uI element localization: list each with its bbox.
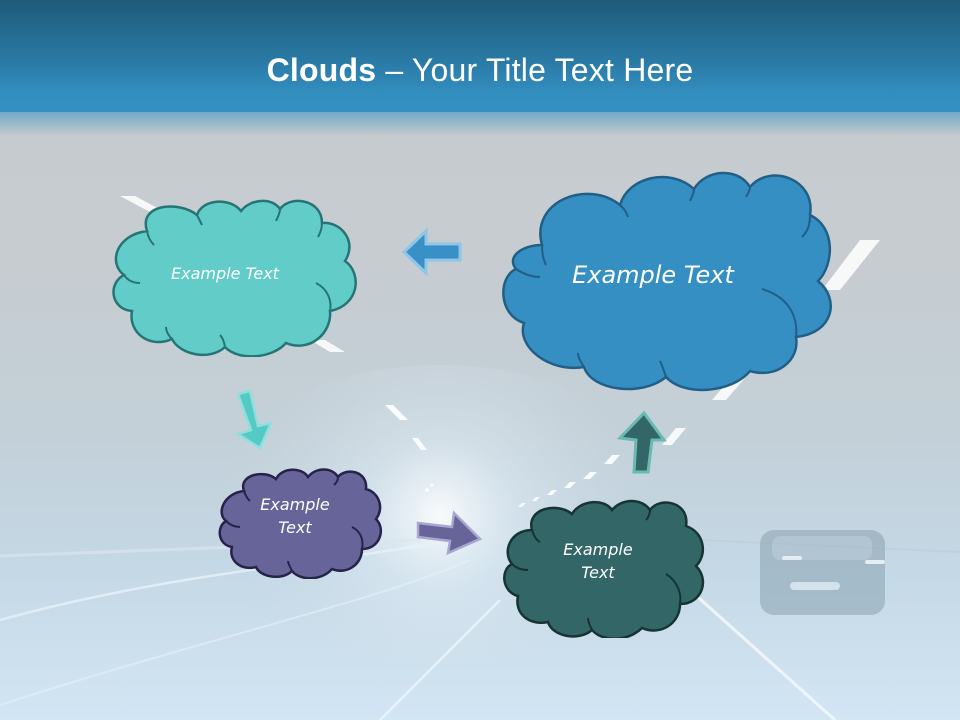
cloud-purple-text-line1: Example bbox=[260, 495, 330, 514]
cloud-shape-teal[interactable] bbox=[110, 193, 360, 357]
cloud-blue-text[interactable]: Example Text bbox=[572, 261, 734, 289]
title-bold-text: Clouds bbox=[266, 52, 377, 88]
cloud-shape-purple[interactable] bbox=[216, 465, 384, 579]
title-rest-text: – Your Title Text Here bbox=[376, 52, 694, 88]
cloud-purple-text[interactable]: Example Text bbox=[228, 493, 362, 539]
arrow-left-icon[interactable] bbox=[400, 228, 466, 276]
cloud-dark-teal-text[interactable]: Example Text bbox=[530, 538, 666, 584]
cloud-shape-dark-teal[interactable] bbox=[500, 496, 710, 638]
arrow-down-icon[interactable] bbox=[228, 390, 284, 454]
cloud-dark-teal-text-line2: Text bbox=[581, 563, 615, 583]
cloud-shape-blue[interactable] bbox=[500, 165, 834, 395]
title-bar-fade bbox=[0, 100, 960, 136]
cloud-purple-text-line2: Text bbox=[278, 518, 312, 538]
cloud-dark-teal-text-line1: Example bbox=[563, 540, 633, 559]
arrow-up-icon[interactable] bbox=[612, 410, 668, 476]
cloud-teal-text[interactable]: Example Text bbox=[171, 264, 279, 283]
title-bar bbox=[0, 0, 960, 112]
arrow-right-icon[interactable] bbox=[414, 505, 484, 557]
slide-title[interactable]: Clouds – Your Title Text Here bbox=[0, 52, 960, 89]
